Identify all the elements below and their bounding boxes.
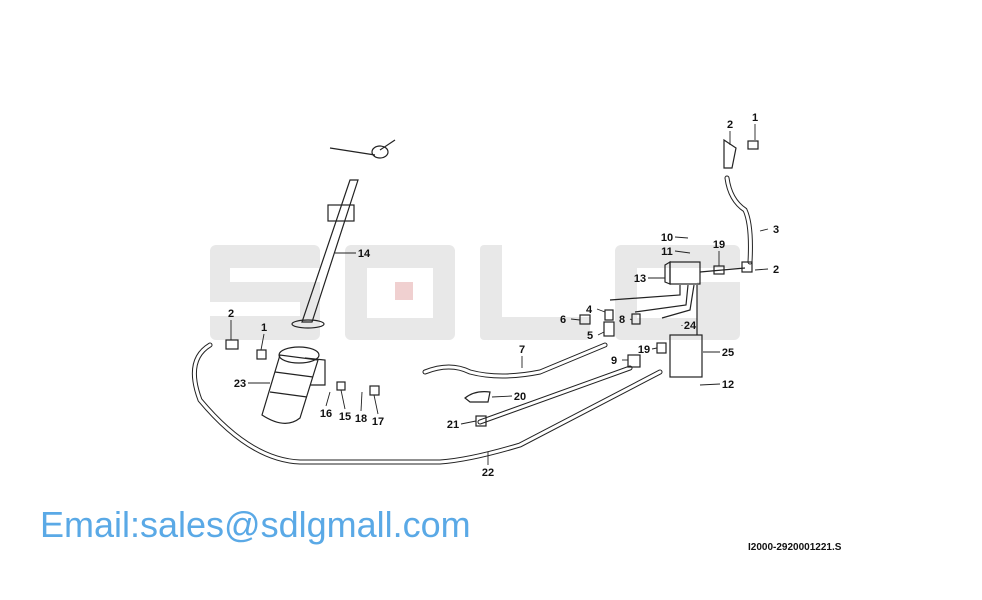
part-label-9: 9 <box>611 355 617 367</box>
leader-line <box>373 394 379 415</box>
steering-column <box>291 179 359 329</box>
leader-line <box>340 389 346 410</box>
part-label-18: 18 <box>355 413 367 425</box>
part-label-6: 6 <box>560 314 566 326</box>
leader-line <box>260 333 265 351</box>
leader-line <box>629 318 633 321</box>
steering-wheel <box>310 124 430 176</box>
part-label-7: 7 <box>519 344 525 356</box>
part-label-1: 1 <box>752 112 758 124</box>
leader-lines <box>230 124 769 465</box>
leader-line <box>596 308 606 313</box>
leader-line <box>759 228 769 232</box>
leader-line <box>597 331 605 336</box>
part-label-20: 20 <box>514 391 526 403</box>
part-label-14: 14 <box>358 248 371 260</box>
part-label-15: 15 <box>339 411 351 423</box>
part-label-3: 3 <box>773 224 779 236</box>
valve-block <box>225 138 759 427</box>
leader-line <box>460 420 477 425</box>
part-label-8: 8 <box>619 314 625 326</box>
sdlg-logo-watermark <box>210 245 740 340</box>
part-label-24: 24 <box>684 320 697 332</box>
part-label-22: 22 <box>482 467 494 479</box>
drawing-code: I2000-2920001221.S <box>748 542 842 553</box>
leader-line <box>674 250 691 254</box>
email-watermark: Email:sales@sdlgmall.com <box>40 504 471 545</box>
part-label-13: 13 <box>634 273 646 285</box>
part-label-19: 19 <box>713 239 725 251</box>
leader-line <box>651 347 658 350</box>
part-label-11: 11 <box>661 246 673 258</box>
part-label-2: 2 <box>773 264 779 276</box>
part-label-17: 17 <box>372 416 384 428</box>
part-label-4: 4 <box>586 304 593 316</box>
part-label-2: 2 <box>228 308 234 320</box>
leader-line <box>325 391 331 407</box>
leader-line <box>360 391 363 412</box>
leader-line <box>674 236 689 239</box>
hoses <box>191 175 753 465</box>
part-label-10: 10 <box>661 232 673 244</box>
part-label-12: 12 <box>722 379 734 391</box>
leader-line <box>570 318 581 321</box>
part-label-5: 5 <box>587 330 593 342</box>
part-label-1: 1 <box>261 322 267 334</box>
steering-unit <box>261 346 326 424</box>
part-label-21: 21 <box>447 419 459 431</box>
part-label-25: 25 <box>722 347 734 359</box>
leader-line <box>699 383 721 386</box>
part-label-23: 23 <box>234 378 246 390</box>
leader-line <box>491 395 513 398</box>
leader-line <box>754 268 769 271</box>
part-label-2: 2 <box>727 119 733 131</box>
part-label-16: 16 <box>320 408 332 420</box>
part-label-19: 19 <box>638 344 650 356</box>
